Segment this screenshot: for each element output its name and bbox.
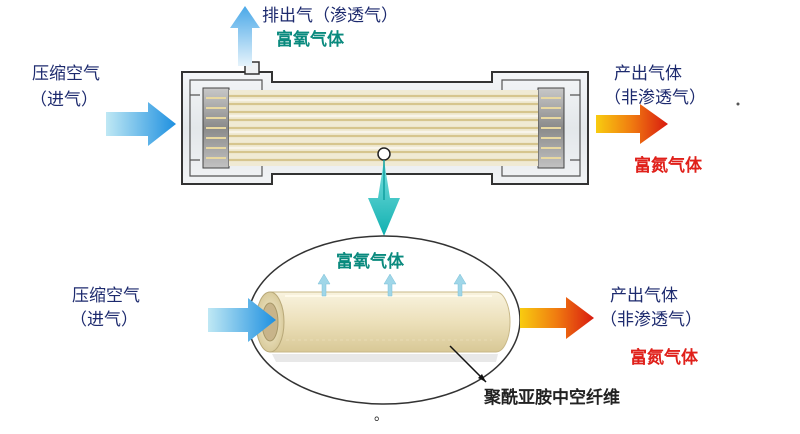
product-sublabel-bottom: （非渗透气） (600, 310, 702, 330)
arrow-right-blue-icon (106, 102, 176, 146)
nitrogen-rich-label-top: 富氮气体 (634, 156, 702, 176)
fiber-label: 聚酰亚胺中空纤维 (484, 388, 620, 408)
footnote-mark: 。 (374, 408, 388, 424)
product-label-top: 产出气体 (614, 64, 682, 84)
leader-arrowhead (478, 374, 486, 382)
product-sublabel-top: （非渗透气） (604, 88, 706, 108)
hollow-fiber-tube (255, 291, 511, 362)
inlet-label-top: 压缩空气 (32, 64, 100, 84)
oxygen-rich-label-top: 富氧气体 (276, 30, 344, 50)
inlet-label-bottom: 压缩空气 (72, 286, 140, 306)
inlet-sublabel-bottom: （进气） (70, 310, 138, 330)
arrow-right-orange-red-icon (596, 104, 668, 144)
potting-left (202, 87, 230, 169)
fiber-cross-section-marker (377, 147, 391, 161)
permeate-out-label: 排出气（渗透气） (262, 6, 398, 26)
product-label-bottom: 产出气体 (610, 286, 678, 306)
oxygen-permeate-arrows (317, 273, 467, 297)
arrow-up-light-blue-icon (230, 6, 260, 66)
nitrogen-rich-label-bottom: 富氮气体 (630, 348, 698, 368)
potting-right (537, 87, 565, 169)
arrow-right-blue-icon (208, 298, 276, 342)
arrow-right-orange-red-icon (520, 297, 594, 339)
stray-dot (736, 102, 740, 106)
inlet-sublabel-top: （进气） (30, 90, 98, 110)
oxygen-rich-label-bottom: 富氧气体 (336, 252, 404, 272)
